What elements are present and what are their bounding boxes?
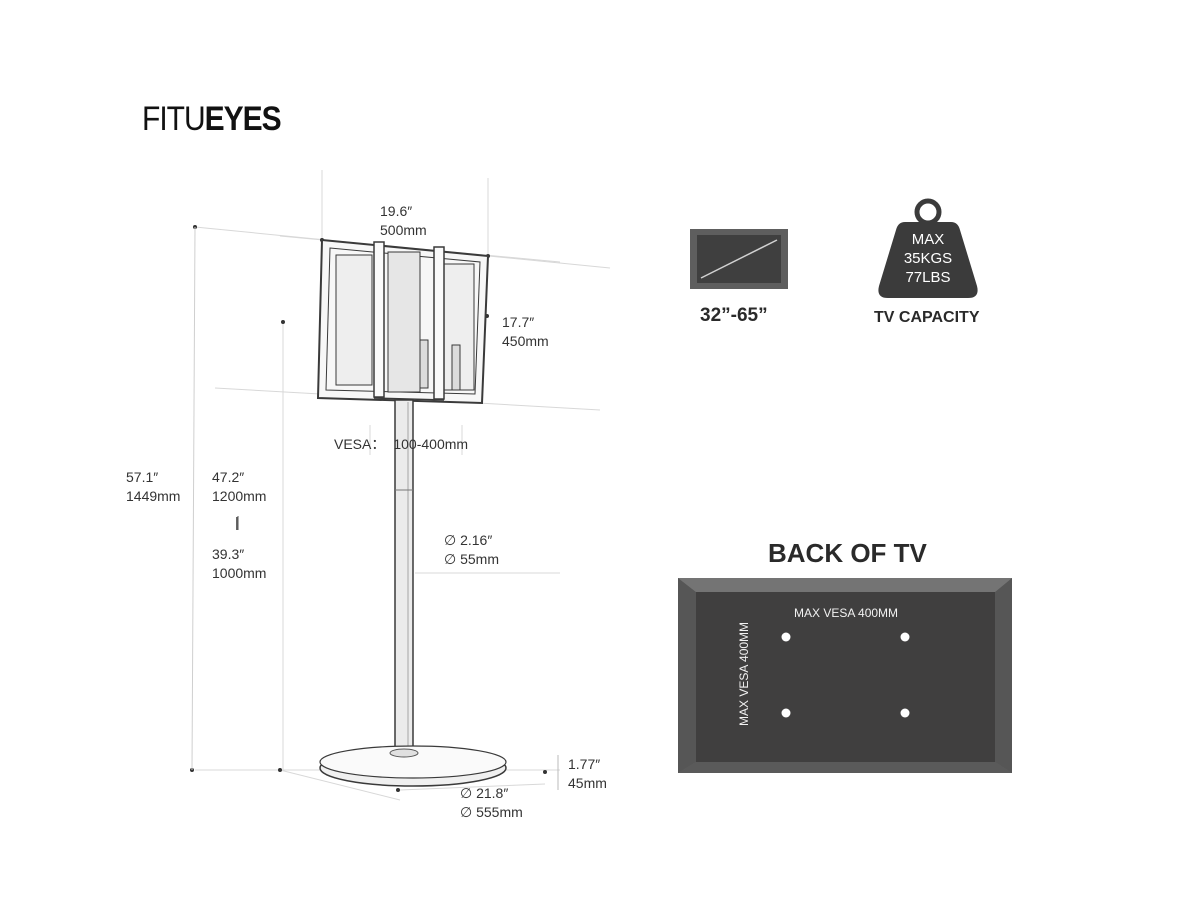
brand-logo-bold: EYES xyxy=(204,100,282,138)
tv-size-icon xyxy=(690,229,788,289)
capacity-lbs: 77LBS xyxy=(905,269,951,286)
weight-icon xyxy=(878,198,978,298)
base-height-dimension: 1.77″ 45mm xyxy=(568,755,607,793)
tv-capacity-label: TV CAPACITY xyxy=(874,309,980,326)
brand-logo: FITUEYES xyxy=(142,100,282,139)
vesa-hole-bottom-left xyxy=(781,708,791,718)
total-height-mm: 1449mm xyxy=(126,488,181,504)
vesa-hole-top-left xyxy=(781,632,791,642)
height-range-separator: | xyxy=(235,514,239,530)
pole-diameter-inches: ∅ 2.16″ xyxy=(444,532,493,548)
vesa-dimension: VESA： 100-400mm xyxy=(334,435,468,454)
vesa-hole-top-right xyxy=(900,632,910,642)
brand-logo-light: FITU xyxy=(142,100,206,138)
base-diameter-inches: ∅ 21.8″ xyxy=(460,785,509,801)
vesa-horizontal-label: MAX VESA 400MM xyxy=(794,606,899,620)
base-diameter-dimension: ∅ 21.8″ ∅ 555mm xyxy=(460,784,523,822)
total-height-dimension: 57.1″ 1449mm xyxy=(126,468,180,506)
max-height-inches: 47.2″ xyxy=(212,469,245,485)
capacity-kgs: 35KGS xyxy=(903,250,953,267)
vesa-holes xyxy=(781,632,910,718)
base-height-mm: 45mm xyxy=(568,775,607,791)
base xyxy=(319,745,507,787)
width-inches: 19.6″ xyxy=(380,203,413,219)
vesa-value: 100-400mm xyxy=(393,436,469,452)
width-mm: 500mm xyxy=(380,222,427,238)
bracket-height-dimension: 17.7″ 450mm xyxy=(502,313,549,351)
back-of-tv-panel xyxy=(678,578,1012,773)
min-height-inches: 39.3″ xyxy=(212,546,245,562)
vesa-vertical-label: MAX VESA 400MM xyxy=(737,621,751,726)
max-height-dimension: 47.2″ 1200mm xyxy=(212,468,266,506)
tv-size-label: 32”-65” xyxy=(700,305,768,326)
total-height-inches: 57.1″ xyxy=(126,469,159,485)
max-height-mm: 1200mm xyxy=(212,488,267,504)
vesa-bracket xyxy=(316,238,490,405)
min-height-dimension: 39.3″ 1000mm xyxy=(212,545,266,583)
capacity-text: MAX 35KGS 77LBS xyxy=(883,230,973,287)
width-dimension: 19.6″ 500mm xyxy=(380,202,427,240)
vesa-label: VESA： xyxy=(334,436,386,452)
bracket-height-mm: 450mm xyxy=(502,333,549,349)
vesa-hole-bottom-right xyxy=(900,708,910,718)
total-height-line xyxy=(191,226,196,771)
back-of-tv-title: BACK OF TV xyxy=(768,538,927,568)
pole-diameter-dimension: ∅ 2.16″ ∅ 55mm xyxy=(444,531,499,569)
pole-diameter-mm: ∅ 55mm xyxy=(444,551,499,567)
base-height-inches: 1.77″ xyxy=(568,756,601,772)
capacity-max: MAX xyxy=(911,231,945,248)
base-diameter-mm: ∅ 555mm xyxy=(460,804,523,820)
min-height-mm: 1000mm xyxy=(212,565,267,581)
bracket-height-inches: 17.7″ xyxy=(502,314,535,330)
